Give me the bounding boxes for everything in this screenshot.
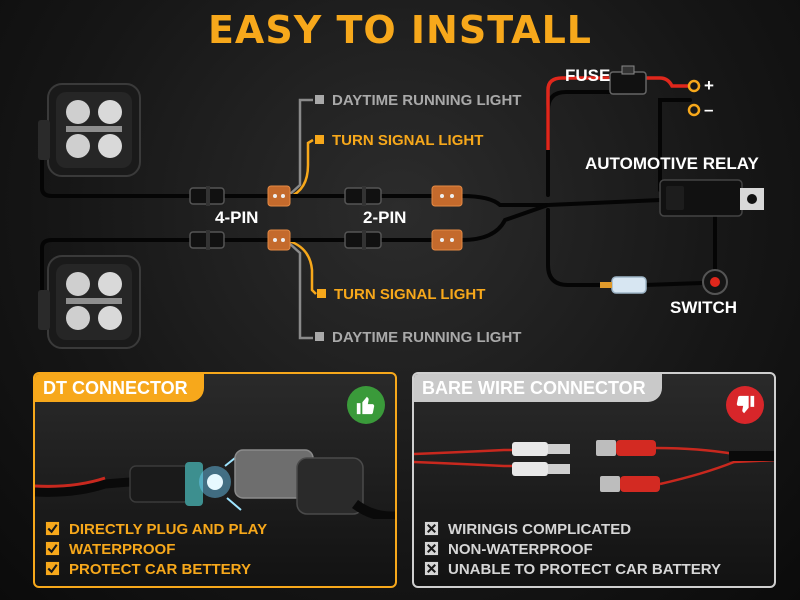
bare-wire-panel: BARE WIRE CONNECTOR WIRINGIS COMPLICATED… bbox=[412, 372, 776, 588]
dt-feature-item: DIRECTLY PLUG AND PLAY bbox=[45, 520, 267, 540]
battery-negative-terminal bbox=[687, 103, 701, 117]
drl-label-top: DAYTIME RUNNING LIGHT bbox=[315, 92, 521, 109]
battery-positive-terminal bbox=[687, 79, 701, 93]
drl-label-bottom: DAYTIME RUNNING LIGHT bbox=[315, 329, 521, 346]
gray-bullet-icon bbox=[315, 95, 324, 104]
plus-label: + bbox=[704, 76, 714, 95]
switch-icon bbox=[702, 269, 728, 295]
checkbox-x-icon bbox=[424, 541, 439, 556]
connector-female-2 bbox=[267, 229, 291, 251]
connector-2pin-bottom bbox=[344, 230, 382, 250]
orange-bullet-icon bbox=[315, 135, 324, 144]
dt-feature-list: DIRECTLY PLUG AND PLAY WATERPROOF PROTEC… bbox=[45, 520, 267, 580]
bare-panel-title: BARE WIRE CONNECTOR bbox=[414, 374, 662, 402]
fuse-icon bbox=[609, 65, 647, 95]
relay-label: AUTOMOTIVE RELAY bbox=[585, 154, 759, 173]
bare-feature-text: NON-WATERPROOF bbox=[448, 541, 593, 558]
page-title: EASY TO INSTALL bbox=[207, 8, 593, 52]
thumbs-up-icon bbox=[347, 386, 385, 424]
bare-feature-item: UNABLE TO PROTECT CAR BATTERY bbox=[424, 560, 721, 580]
gray-bullet-icon bbox=[315, 332, 324, 341]
relay-icon bbox=[659, 179, 764, 217]
minus-label: – bbox=[704, 100, 714, 119]
turn-label-top: TURN SIGNAL LIGHT bbox=[315, 132, 483, 149]
bare-wire-illustration bbox=[414, 440, 774, 492]
inline-connector-icon bbox=[600, 276, 647, 294]
turn-wire-bottom bbox=[288, 239, 317, 295]
checkbox-check-icon bbox=[45, 521, 60, 536]
drl-label-bottom-text: DAYTIME RUNNING LIGHT bbox=[332, 329, 522, 346]
wiring-diagram bbox=[38, 65, 764, 349]
turn-label-bottom: TURN SIGNAL LIGHT bbox=[317, 286, 485, 303]
connector-4pin-bottom bbox=[189, 230, 225, 250]
connector-female-4 bbox=[431, 229, 463, 251]
dt-feature-text: WATERPROOF bbox=[69, 541, 176, 558]
power-wire bbox=[546, 76, 690, 150]
connector-2pin-top bbox=[344, 186, 382, 206]
dt-connector-illustration bbox=[35, 449, 395, 519]
connector-4pin-top bbox=[189, 186, 225, 206]
four-pin-label: 4-PIN bbox=[215, 208, 259, 227]
dt-feature-text: DIRECTLY PLUG AND PLAY bbox=[69, 521, 268, 538]
checkbox-x-icon bbox=[424, 521, 439, 536]
bare-feature-text: UNABLE TO PROTECT CAR BATTERY bbox=[448, 561, 722, 578]
orange-bullet-icon bbox=[317, 289, 326, 298]
connector-female-1 bbox=[267, 185, 291, 207]
dt-connector-panel: DT CONNECTOR DIRECTLY PLUG AND PLAY WATE… bbox=[33, 372, 397, 588]
work-light-bottom bbox=[38, 255, 141, 349]
turn-label-top-text: TURN SIGNAL LIGHT bbox=[332, 132, 484, 149]
connector-female-3 bbox=[431, 185, 463, 207]
bare-feature-list: WIRINGIS COMPLICATED NON-WATERPROOF UNAB… bbox=[424, 520, 721, 580]
dt-feature-item: WATERPROOF bbox=[45, 540, 267, 560]
work-light-top bbox=[38, 83, 141, 177]
dt-feature-item: PROTECT CAR BETTERY bbox=[45, 560, 267, 580]
two-pin-label: 2-PIN bbox=[363, 208, 407, 227]
drl-label-top-text: DAYTIME RUNNING LIGHT bbox=[332, 92, 522, 109]
fuse-label: FUSE bbox=[565, 66, 611, 85]
bare-feature-item: NON-WATERPROOF bbox=[424, 540, 721, 560]
checkbox-x-icon bbox=[424, 561, 439, 576]
drl-wire-bottom bbox=[288, 242, 313, 340]
bare-feature-text: WIRINGIS COMPLICATED bbox=[448, 521, 632, 538]
checkbox-check-icon bbox=[45, 561, 60, 576]
dt-panel-title: DT CONNECTOR bbox=[35, 374, 204, 402]
dt-feature-text: PROTECT CAR BETTERY bbox=[69, 561, 251, 578]
drl-wire-top bbox=[288, 98, 313, 196]
checkbox-check-icon bbox=[45, 541, 60, 556]
turn-label-bottom-text: TURN SIGNAL LIGHT bbox=[334, 286, 486, 303]
thumbs-down-icon bbox=[726, 386, 764, 424]
bare-feature-item: WIRINGIS COMPLICATED bbox=[424, 520, 721, 540]
switch-label: SWITCH bbox=[670, 298, 738, 317]
